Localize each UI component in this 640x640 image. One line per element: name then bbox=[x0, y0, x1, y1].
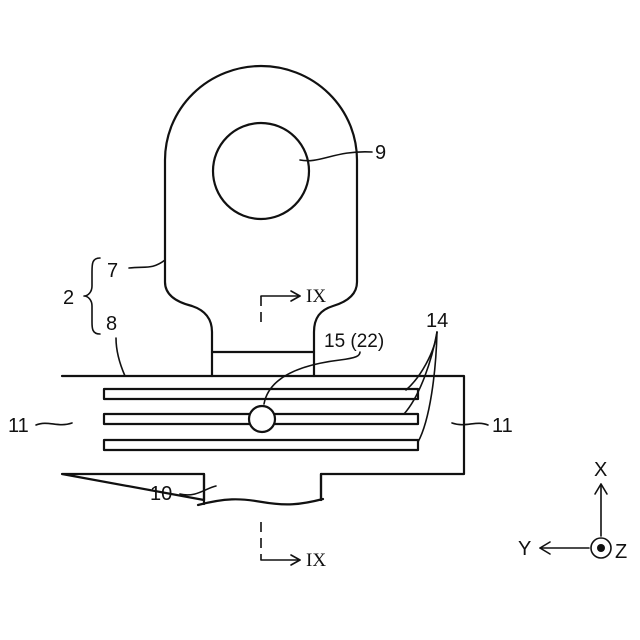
leader-upper-part bbox=[129, 260, 165, 268]
label-assembly: 2 bbox=[63, 287, 74, 309]
label-section-top: IX bbox=[306, 286, 326, 307]
label-side-right: 11 bbox=[492, 415, 513, 437]
axis-z-dot bbox=[597, 544, 605, 552]
axis-y-label: Y bbox=[518, 538, 531, 560]
label-contact: 15 (22) bbox=[324, 331, 384, 352]
label-section-bottom: IX bbox=[306, 550, 326, 571]
axis-x-label: X bbox=[594, 459, 607, 481]
axes-indicator: X Y Z bbox=[518, 459, 627, 563]
upper-tab-outline bbox=[165, 66, 357, 352]
neck-break-line bbox=[198, 499, 323, 505]
label-lower-part: 8 bbox=[106, 313, 117, 335]
leader-contact bbox=[264, 352, 360, 404]
label-hole: 9 bbox=[375, 142, 386, 164]
slit-top bbox=[104, 389, 418, 399]
label-neck: 10 bbox=[150, 483, 172, 505]
leader-lower-part bbox=[116, 338, 125, 376]
axis-z-label: Z bbox=[615, 541, 627, 563]
slit-bottom bbox=[104, 440, 418, 450]
leader-side-right bbox=[452, 423, 488, 425]
leader-neck bbox=[180, 486, 216, 495]
leader-slit-1 bbox=[406, 332, 437, 390]
hole-circle bbox=[213, 123, 309, 219]
leader-side-left bbox=[36, 423, 72, 425]
leader-hole bbox=[300, 152, 372, 161]
base-plate-outline bbox=[62, 376, 464, 500]
label-side-left: 11 bbox=[8, 415, 29, 437]
label-upper-part: 7 bbox=[107, 260, 118, 282]
assembly-brace bbox=[84, 258, 100, 334]
contact-circle bbox=[249, 406, 275, 432]
label-slits: 14 bbox=[426, 310, 448, 332]
